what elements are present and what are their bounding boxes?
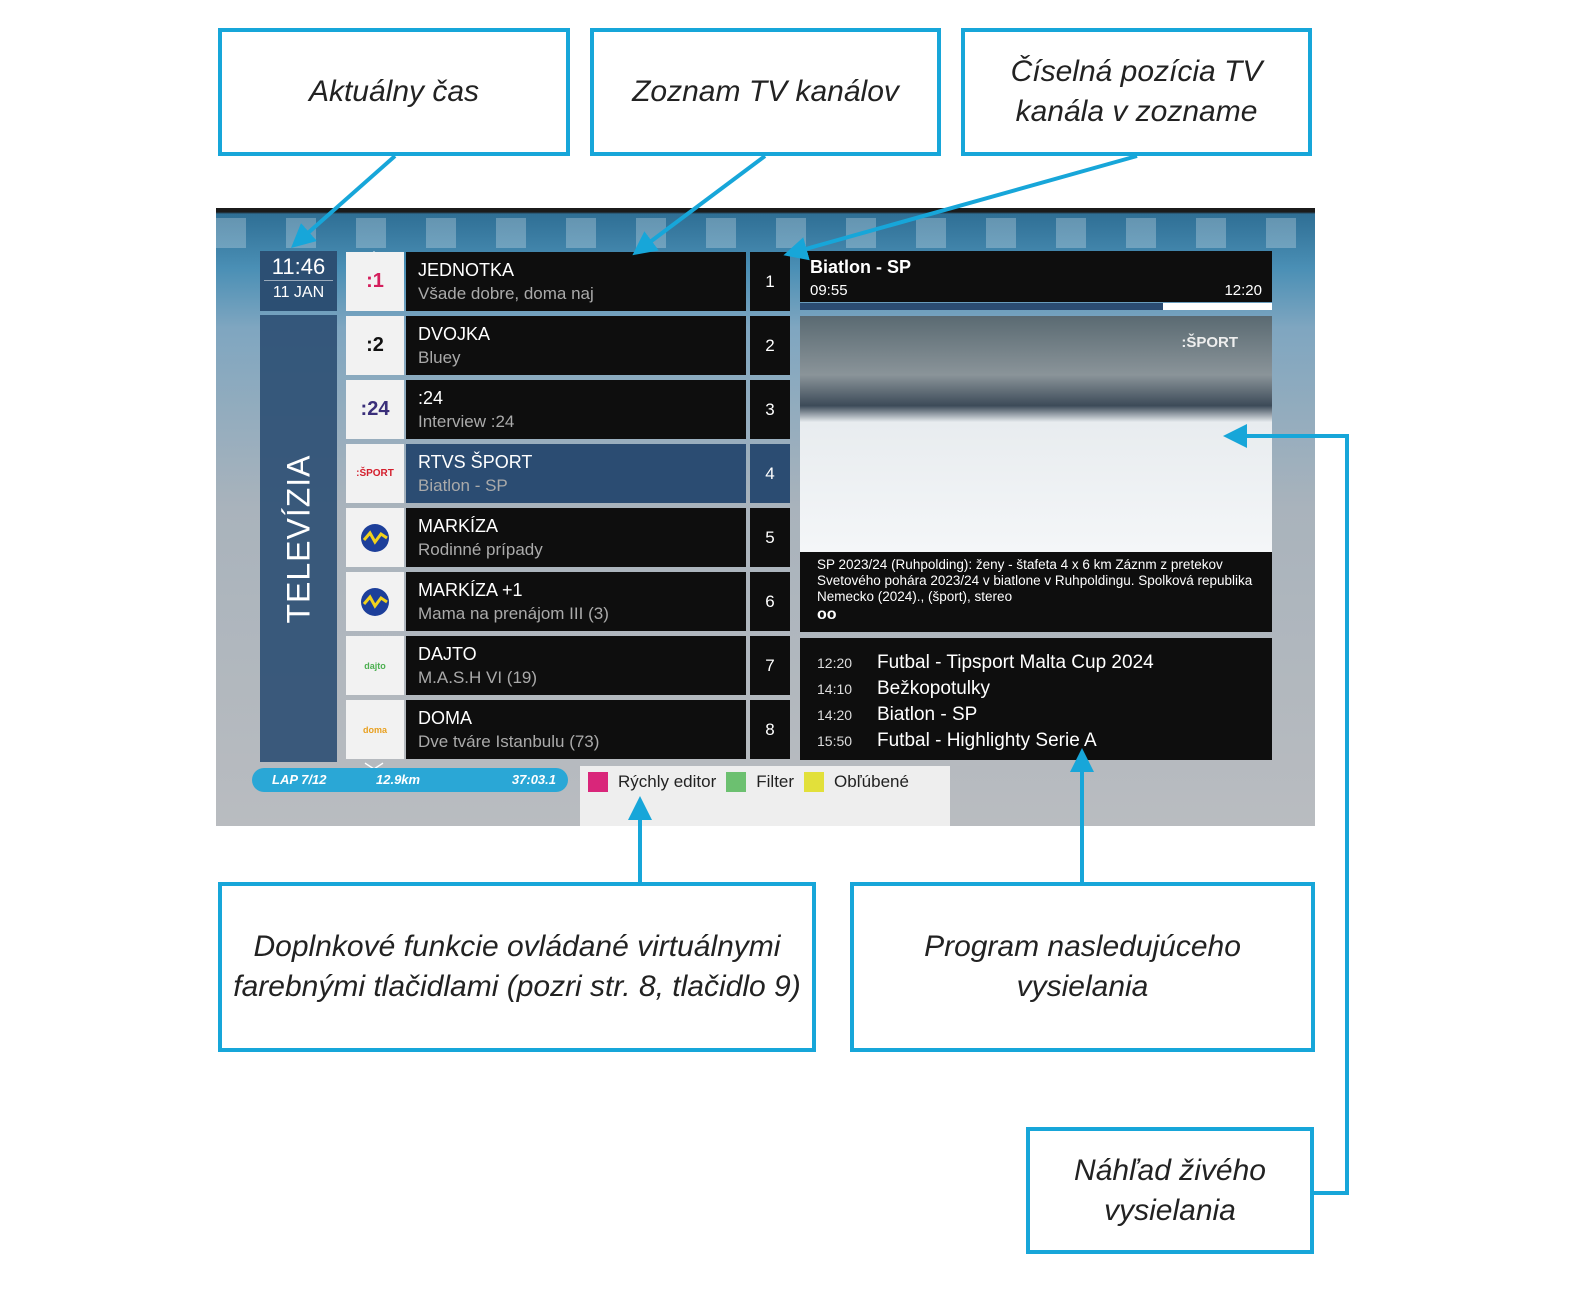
channel-number: 3 [750,380,790,439]
upcoming-title: Futbal - Highlighty Serie A [877,730,1097,751]
upcoming-time: 15:50 [817,733,853,749]
video-watermark: :ŠPORT [1181,334,1238,351]
arrow-live-preview [1223,424,1349,1195]
channel-row[interactable]: MARKÍZA Rodinné prípady 5 [346,508,790,567]
channel-name: RTVS ŠPORT [418,452,533,472]
color-swatch-icon [588,772,608,792]
upcoming-time: 14:20 [817,707,853,723]
channel-logo: :ŠPORT [346,444,404,503]
channel-name: :24 [418,388,444,408]
lap-bar: LAP 7/12 12.9km 37:03.1 [252,768,568,792]
channel-row[interactable]: dajto DAJTO M.A.S.H VI (19) 7 [346,636,790,695]
progress-remaining [1163,303,1272,310]
channel-number: 4 [750,444,790,503]
channel-number: 8 [750,700,790,759]
color-button-label: Obľúbené [834,772,909,791]
channel-number: 2 [750,316,790,375]
color-swatch-icon [726,772,747,792]
channel-number: 6 [750,572,790,631]
channel-name: DVOJKA [418,324,491,344]
color-button-label: Rýchly editor [618,772,717,791]
channel-number: 1 [750,252,790,311]
channel-name: DOMA [418,708,472,728]
description-text: SP 2023/24 (Ruhpolding): ženy - štafeta … [817,557,1253,604]
channel-row[interactable]: :2 DVOJKA Bluey 2 [346,316,790,375]
channel-logo-markiza-icon [346,508,404,567]
upcoming-item[interactable]: 15:50 Futbal - Highlighty Serie A [817,728,1255,754]
now-end: 12:20 [1224,282,1262,299]
channel-logo: doma [346,700,404,759]
now-title: Biatlon - SP [810,257,912,277]
callout-channel-position: Číselná pozícia TV kanála v zozname [961,28,1312,156]
callout-live-preview: Náhľad živého vysielania [1026,1127,1314,1254]
now-progress-bar [800,303,1272,310]
lap-count: LAP 7/12 [272,772,327,787]
clock: 11:46 11 JAN [260,251,337,311]
channel-row[interactable]: :1 JEDNOTKA Všade dobre, doma naj 1 [346,252,790,311]
channel-program: Všade dobre, doma naj [418,284,594,303]
color-button[interactable]: Rýchly editor [588,772,716,792]
upcoming-list: 12:20 Futbal - Tipsport Malta Cup 2024 14:… [800,638,1272,760]
lap-time: 37:03.1 [511,772,556,787]
channel-logo: dajto [346,636,404,695]
channel-program: Mama na prenájom III (3) [418,604,609,623]
channel-logo-markiza-icon [346,572,404,631]
upcoming-time: 12:20 [817,655,853,671]
upcoming-title: Bežkopotulky [877,678,991,699]
channel-program: M.A.S.H VI (19) [418,668,538,687]
channel-name: DAJTO [418,644,477,664]
channel-program: Bluey [418,348,461,367]
channel-program: Interview :24 [418,412,515,431]
upcoming-item[interactable]: 12:20 Futbal - Tipsport Malta Cup 2024 [817,650,1255,676]
color-button[interactable]: Filter [726,772,794,792]
clock-date: 11 JAN [272,284,325,301]
upcoming-title: Futbal - Tipsport Malta Cup 2024 [877,652,1154,673]
channel-name: MARKÍZA +1 [418,580,523,600]
arrow-current-time [291,154,397,248]
channel-name: MARKÍZA [418,516,499,536]
upcoming-time: 14:10 [817,681,853,697]
channel-program: Biatlon - SP [418,476,508,495]
channel-program: Dve tváre Istanbulu (73) [418,732,600,751]
program-description: SP 2023/24 (Ruhpolding): ženy - štafeta … [800,552,1272,632]
upcoming-title: Biatlon - SP [877,704,978,725]
color-button[interactable]: Obľúbené [804,772,909,792]
channel-row[interactable]: MARKÍZA +1 Mama na prenájom III (3) 6 [346,572,790,631]
channel-row[interactable]: doma DOMA Dve tváre Istanbulu (73) 8 [346,700,790,759]
channel-logo: :24 [346,380,404,439]
channel-logo: :1 [346,252,404,311]
arrow-channel-position [783,154,1138,261]
channel-logo: :2 [346,316,404,375]
channel-program: Rodinné prípady [418,540,543,559]
sidebar[interactable]: TELEVÍZIA [260,315,337,762]
callout-extra-functions: Doplnkové funkcie ovládané virtuálnymi f… [218,882,816,1052]
channel-number: 7 [750,636,790,695]
color-button-label: Filter [756,772,795,791]
audio-description-icon: oo [817,606,837,623]
color-swatch-icon [804,772,825,792]
clock-time: 11:46 [264,251,333,281]
now-start: 09:55 [810,282,848,299]
callout-channel-list: Zoznam TV kanálov [590,28,941,156]
now-playing-header: Biatlon - SP 09:55 12:20 [800,251,1272,302]
channel-row[interactable]: :ŠPORT RTVS ŠPORT Biatlon - SP 4 [346,444,790,503]
channel-number: 5 [750,508,790,567]
upcoming-item[interactable]: 14:10 Bežkopotulky [817,676,1255,702]
live-preview-video[interactable]: :ŠPORT [800,316,1272,552]
arrow-channel-list [632,154,767,256]
lap-distance: 12.9km [376,772,421,787]
upcoming-item[interactable]: 14:20 Biatlon - SP [817,702,1255,728]
callout-current-time: Aktuálny čas [218,28,570,156]
channel-name: JEDNOTKA [418,260,515,280]
callout-upcoming-program: Program nasledujúceho vysielania [850,882,1315,1052]
